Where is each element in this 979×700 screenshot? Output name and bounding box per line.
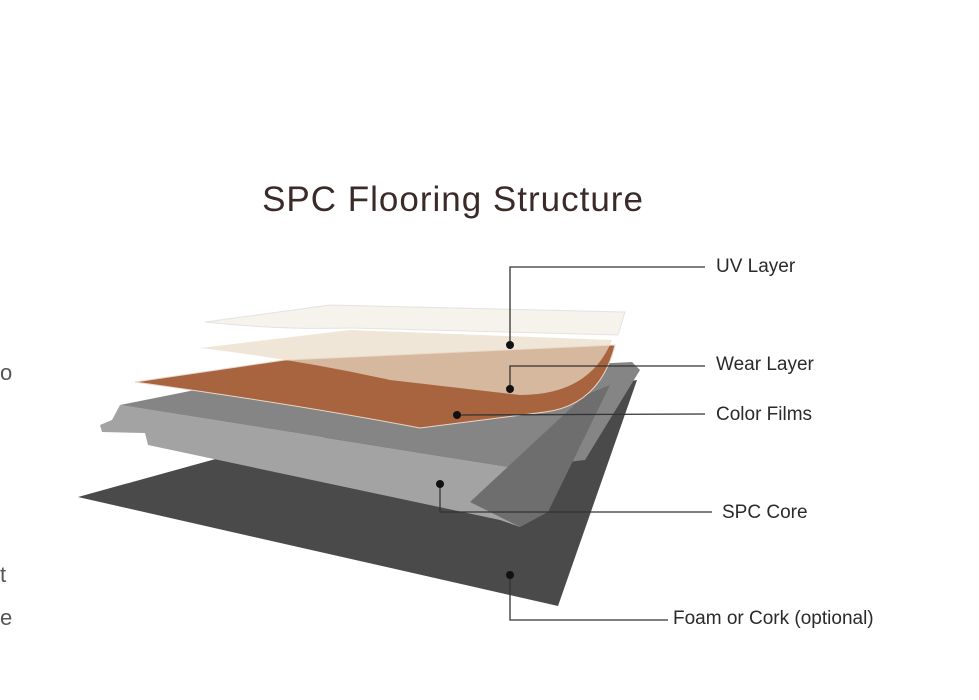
spc-core-groove [470, 385, 610, 527]
spc-core-front [100, 405, 520, 527]
foam-marker [506, 571, 514, 579]
cropped-text-fragment: t [0, 562, 7, 587]
diagram-title: SPC Flooring Structure [262, 180, 644, 219]
cropped-text-fragment: o [0, 360, 13, 385]
uv-layer-marker [506, 341, 514, 349]
label-spc-core: SPC Core [722, 502, 808, 523]
spc-core-marker [436, 480, 444, 488]
wear-layer-marker [506, 385, 514, 393]
label-foam-cork: Foam or Cork (optional) [673, 608, 874, 629]
color-films-marker [453, 411, 461, 419]
uv-layer [204, 304, 626, 336]
label-color-films: Color Films [716, 404, 813, 425]
leader-lines [439, 266, 712, 621]
label-uv-layer: UV Layer [716, 256, 796, 277]
cropped-text-fragment: e [0, 605, 13, 630]
label-wear-layer: Wear Layer [716, 354, 814, 375]
